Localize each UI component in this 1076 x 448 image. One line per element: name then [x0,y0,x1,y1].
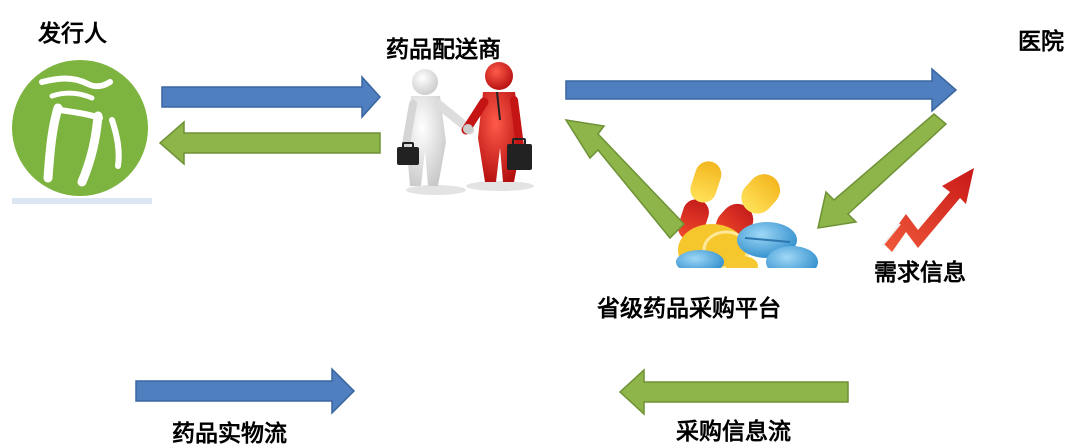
platform-label: 省级药品采购平台 [597,296,781,322]
growth-arrow-icon [881,168,974,252]
arrow-distributor-to-issuer [158,120,381,166]
arrow-issuer-to-distributor [161,75,382,119]
arrow-platform-to-distributor [564,119,686,240]
legend-physical-flow-arrow [135,367,356,415]
legend-info-flow-arrow [618,368,849,416]
issuer-logo-icon [12,55,152,204]
issuer-label: 发行人 [38,21,107,47]
arrow-hospital-to-platform [817,113,948,229]
handshake-figures-icon [397,62,534,195]
demand-info-label: 需求信息 [874,260,966,286]
arrow-distributor-to-hospital [565,67,958,113]
pills-icon [676,161,818,284]
legend-physical-flow-label: 药品实物流 [172,421,287,447]
hospital-label: 医院 [1018,29,1064,55]
legend-info-flow-label: 采购信息流 [676,419,791,445]
distributor-label: 药品配送商 [386,37,501,63]
